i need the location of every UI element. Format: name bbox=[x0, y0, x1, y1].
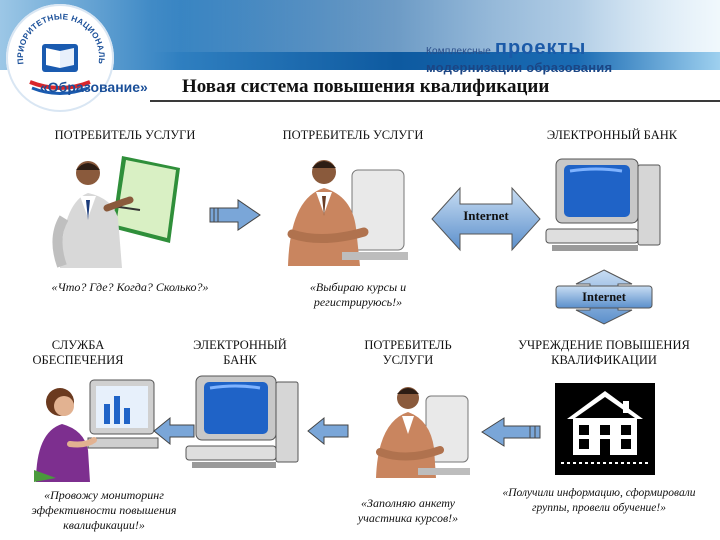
right-arrow-icon bbox=[208, 198, 262, 232]
quote-monitoring-line2: эффективности повышения bbox=[6, 503, 202, 518]
consumer-at-computer-icon bbox=[282, 148, 412, 268]
support-service-line1: СЛУЖБА bbox=[12, 338, 144, 353]
top-consumer-label-1: ПОТРЕБИТЕЛЬ УСЛУГИ bbox=[30, 128, 220, 143]
header-subtitle: Комплексные проекты модернизации образов… bbox=[426, 37, 612, 75]
quote-institution-line2: группы, провели обучение!» bbox=[478, 501, 720, 516]
header-sub-big: проекты bbox=[495, 37, 587, 59]
quote-monitoring-line1: «Провожу мониторинг bbox=[6, 488, 202, 503]
top-ebank-label: ЭЛЕКТРОННЫЙ БАНК bbox=[522, 128, 702, 143]
header-sub-prefix: Комплексные bbox=[426, 46, 491, 57]
left-arrow-icon-1 bbox=[152, 416, 196, 446]
quote-filling-line2: участника курсов!» bbox=[330, 511, 486, 526]
quote-monitoring: «Провожу мониторинг эффективности повыше… bbox=[6, 488, 202, 533]
quote-institution: «Получили информацию, сформировали групп… bbox=[478, 486, 720, 516]
quote-monitoring-line3: квалификации!» bbox=[6, 518, 202, 533]
quote-choose-line1: «Выбираю курсы и bbox=[268, 280, 448, 295]
left-arrow-icon-2 bbox=[306, 416, 350, 446]
left-arrow-icon-3 bbox=[480, 416, 542, 448]
quote-what-where: «Что? Где? Когда? Сколько?» bbox=[12, 280, 248, 295]
ebank-bottom-line1: ЭЛЕКТРОННЫЙ bbox=[170, 338, 310, 353]
presenter-figure-icon bbox=[52, 148, 187, 273]
national-projects-logo: ПРИОРИТЕТНЫЕ НАЦИОНАЛЬНЫЕ ПРОЕКТЫ bbox=[6, 4, 114, 112]
consumer-filling-form-icon bbox=[372, 376, 472, 480]
institution-line2: КВАЛИФИКАЦИИ bbox=[494, 353, 714, 368]
book-logo-icon: ПРИОРИТЕТНЫЕ НАЦИОНАЛЬНЫЕ ПРОЕКТЫ bbox=[6, 4, 114, 112]
institution-line1: УЧРЕЖДЕНИЕ ПОВЫШЕНИЯ bbox=[494, 338, 714, 353]
consumer-bottom-line2: УСЛУГИ bbox=[342, 353, 474, 368]
quote-choose-courses: «Выбираю курсы и регистрируюсь!» bbox=[268, 280, 448, 310]
institution-house-icon bbox=[555, 383, 655, 475]
quote-filling-form: «Заполняю анкету участника курсов!» bbox=[330, 496, 486, 526]
ebank-bottom-line2: БАНК bbox=[170, 353, 310, 368]
support-service-label: СЛУЖБА ОБЕСПЕЧЕНИЯ bbox=[12, 338, 144, 368]
ebank-computer-top-icon bbox=[544, 155, 664, 255]
quote-choose-line2: регистрируюсь!» bbox=[268, 295, 448, 310]
header-sub-line2: модернизации образования bbox=[426, 60, 612, 75]
ebank-computer-bottom-icon bbox=[184, 372, 302, 472]
internet-label-top: Internet bbox=[430, 208, 542, 224]
top-consumer-label-2: ПОТРЕБИТЕЛЬ УСЛУГИ bbox=[258, 128, 448, 143]
institution-label: УЧРЕЖДЕНИЕ ПОВЫШЕНИЯ КВАЛИФИКАЦИИ bbox=[494, 338, 714, 368]
title-divider bbox=[150, 100, 720, 102]
internet-label-vertical: Internet bbox=[556, 290, 652, 305]
brand-label: «Образование» bbox=[40, 79, 148, 95]
monitoring-operator-icon bbox=[30, 374, 160, 484]
quote-filling-line1: «Заполняю анкету bbox=[330, 496, 486, 511]
consumer-bottom-label: ПОТРЕБИТЕЛЬ УСЛУГИ bbox=[342, 338, 474, 368]
ebank-bottom-label: ЭЛЕКТРОННЫЙ БАНК bbox=[170, 338, 310, 368]
support-service-line2: ОБЕСПЕЧЕНИЯ bbox=[12, 353, 144, 368]
quote-institution-line1: «Получили информацию, сформировали bbox=[478, 486, 720, 501]
page-title: Новая система повышения квалификации bbox=[182, 76, 549, 98]
consumer-bottom-line1: ПОТРЕБИТЕЛЬ bbox=[342, 338, 474, 353]
